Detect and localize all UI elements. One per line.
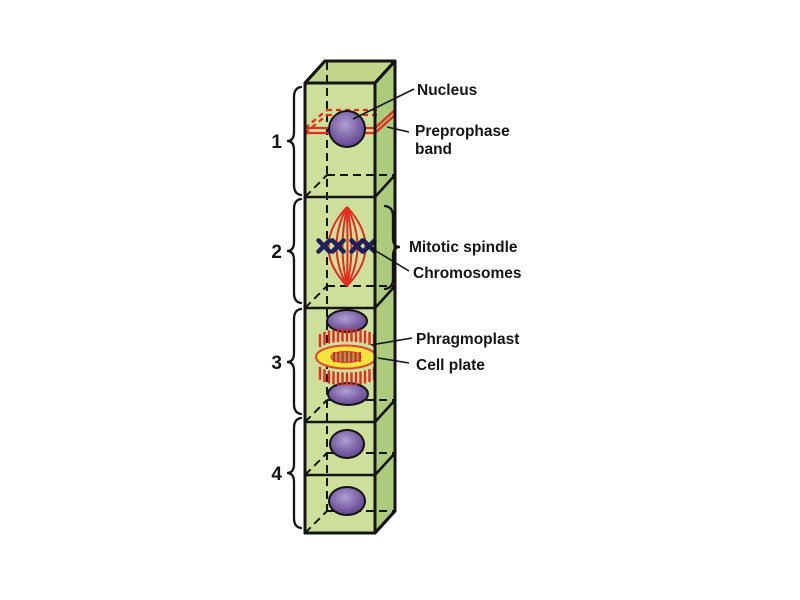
- chromosome-x-mark: [349, 238, 365, 254]
- phragmoplast-label: Phragmoplast: [416, 331, 519, 348]
- cell-wall-4-side: [374, 452, 396, 476]
- stage2-brace: [286, 197, 303, 305]
- cell-wall-1-side: [374, 174, 396, 198]
- stage3-brace: [286, 307, 303, 416]
- cell-plate-label: Cell plate: [416, 357, 485, 374]
- cell-wall-3-side: [374, 399, 396, 423]
- phragmoplast-inner-ticks: [332, 352, 361, 362]
- spindle-fiber: [346, 207, 349, 286]
- spindle-fiber: [327, 206, 348, 287]
- stage4-number: 4: [271, 464, 282, 485]
- preprophase-band-side2: [374, 114, 396, 134]
- stage2-mitosis: [316, 206, 377, 287]
- preprophase-pointer: [386, 126, 410, 133]
- daughter-cell-nucleus-1: [329, 429, 365, 459]
- nucleus-label: Nucleus: [417, 82, 477, 99]
- divider3-left-depth: [304, 399, 328, 423]
- spindle-fiber: [341, 207, 348, 286]
- preprophase-band-side: [374, 109, 396, 129]
- chromosomes-group: [316, 238, 377, 254]
- cell-wall-2-side: [374, 285, 396, 309]
- stage-braces: 1 2 3 4: [271, 85, 303, 530]
- chromosome-x-mark: [330, 238, 346, 254]
- chromosome-x-mark: [361, 238, 377, 254]
- mitotic-spindle-label: Mitotic spindle: [409, 239, 518, 256]
- divider1-left-depth: [304, 174, 328, 198]
- cell-plate-pointer: [377, 357, 410, 364]
- daughter-cell-nucleus-2: [328, 486, 366, 516]
- divider2-left-depth: [304, 285, 328, 309]
- stage2-number: 2: [271, 242, 282, 263]
- top-right-depth-edge: [373, 59, 397, 85]
- chromosomes-pointer: [370, 247, 410, 272]
- labels: Nucleus Preprophase band Mitotic spindle…: [409, 82, 522, 374]
- preprophase-band-label-line1: Preprophase: [415, 123, 510, 140]
- stage3-number: 3: [271, 353, 282, 374]
- solid-edges: [303, 59, 397, 535]
- divider4-left-depth: [304, 452, 328, 476]
- column-outline: [303, 59, 397, 535]
- chromosomes-label: Chromosomes: [413, 265, 522, 282]
- nucleus-pointer: [352, 88, 415, 120]
- chromosome-x-mark: [316, 238, 332, 254]
- phragmoplast-pointer: [370, 337, 413, 346]
- stage4-daughter-cells: [328, 429, 366, 516]
- preprophase-band-left-depth: [304, 109, 328, 129]
- mitotic-spindle-brace: [383, 204, 401, 291]
- stage1-brace: [286, 85, 303, 197]
- preprophase-band-label-line2: band: [415, 141, 452, 158]
- spindle-fiber: [346, 207, 353, 286]
- preprophase-band-left-depth2: [304, 114, 328, 134]
- daughter-nucleus-bottom: [327, 382, 369, 406]
- stage1-number: 1: [271, 132, 282, 153]
- stage4-brace: [286, 416, 303, 530]
- nucleus-shape: [328, 110, 366, 148]
- stage1-preprophase: [304, 108, 396, 148]
- pointer-lines: [352, 88, 415, 364]
- bottom-left-depth-edge: [304, 510, 328, 534]
